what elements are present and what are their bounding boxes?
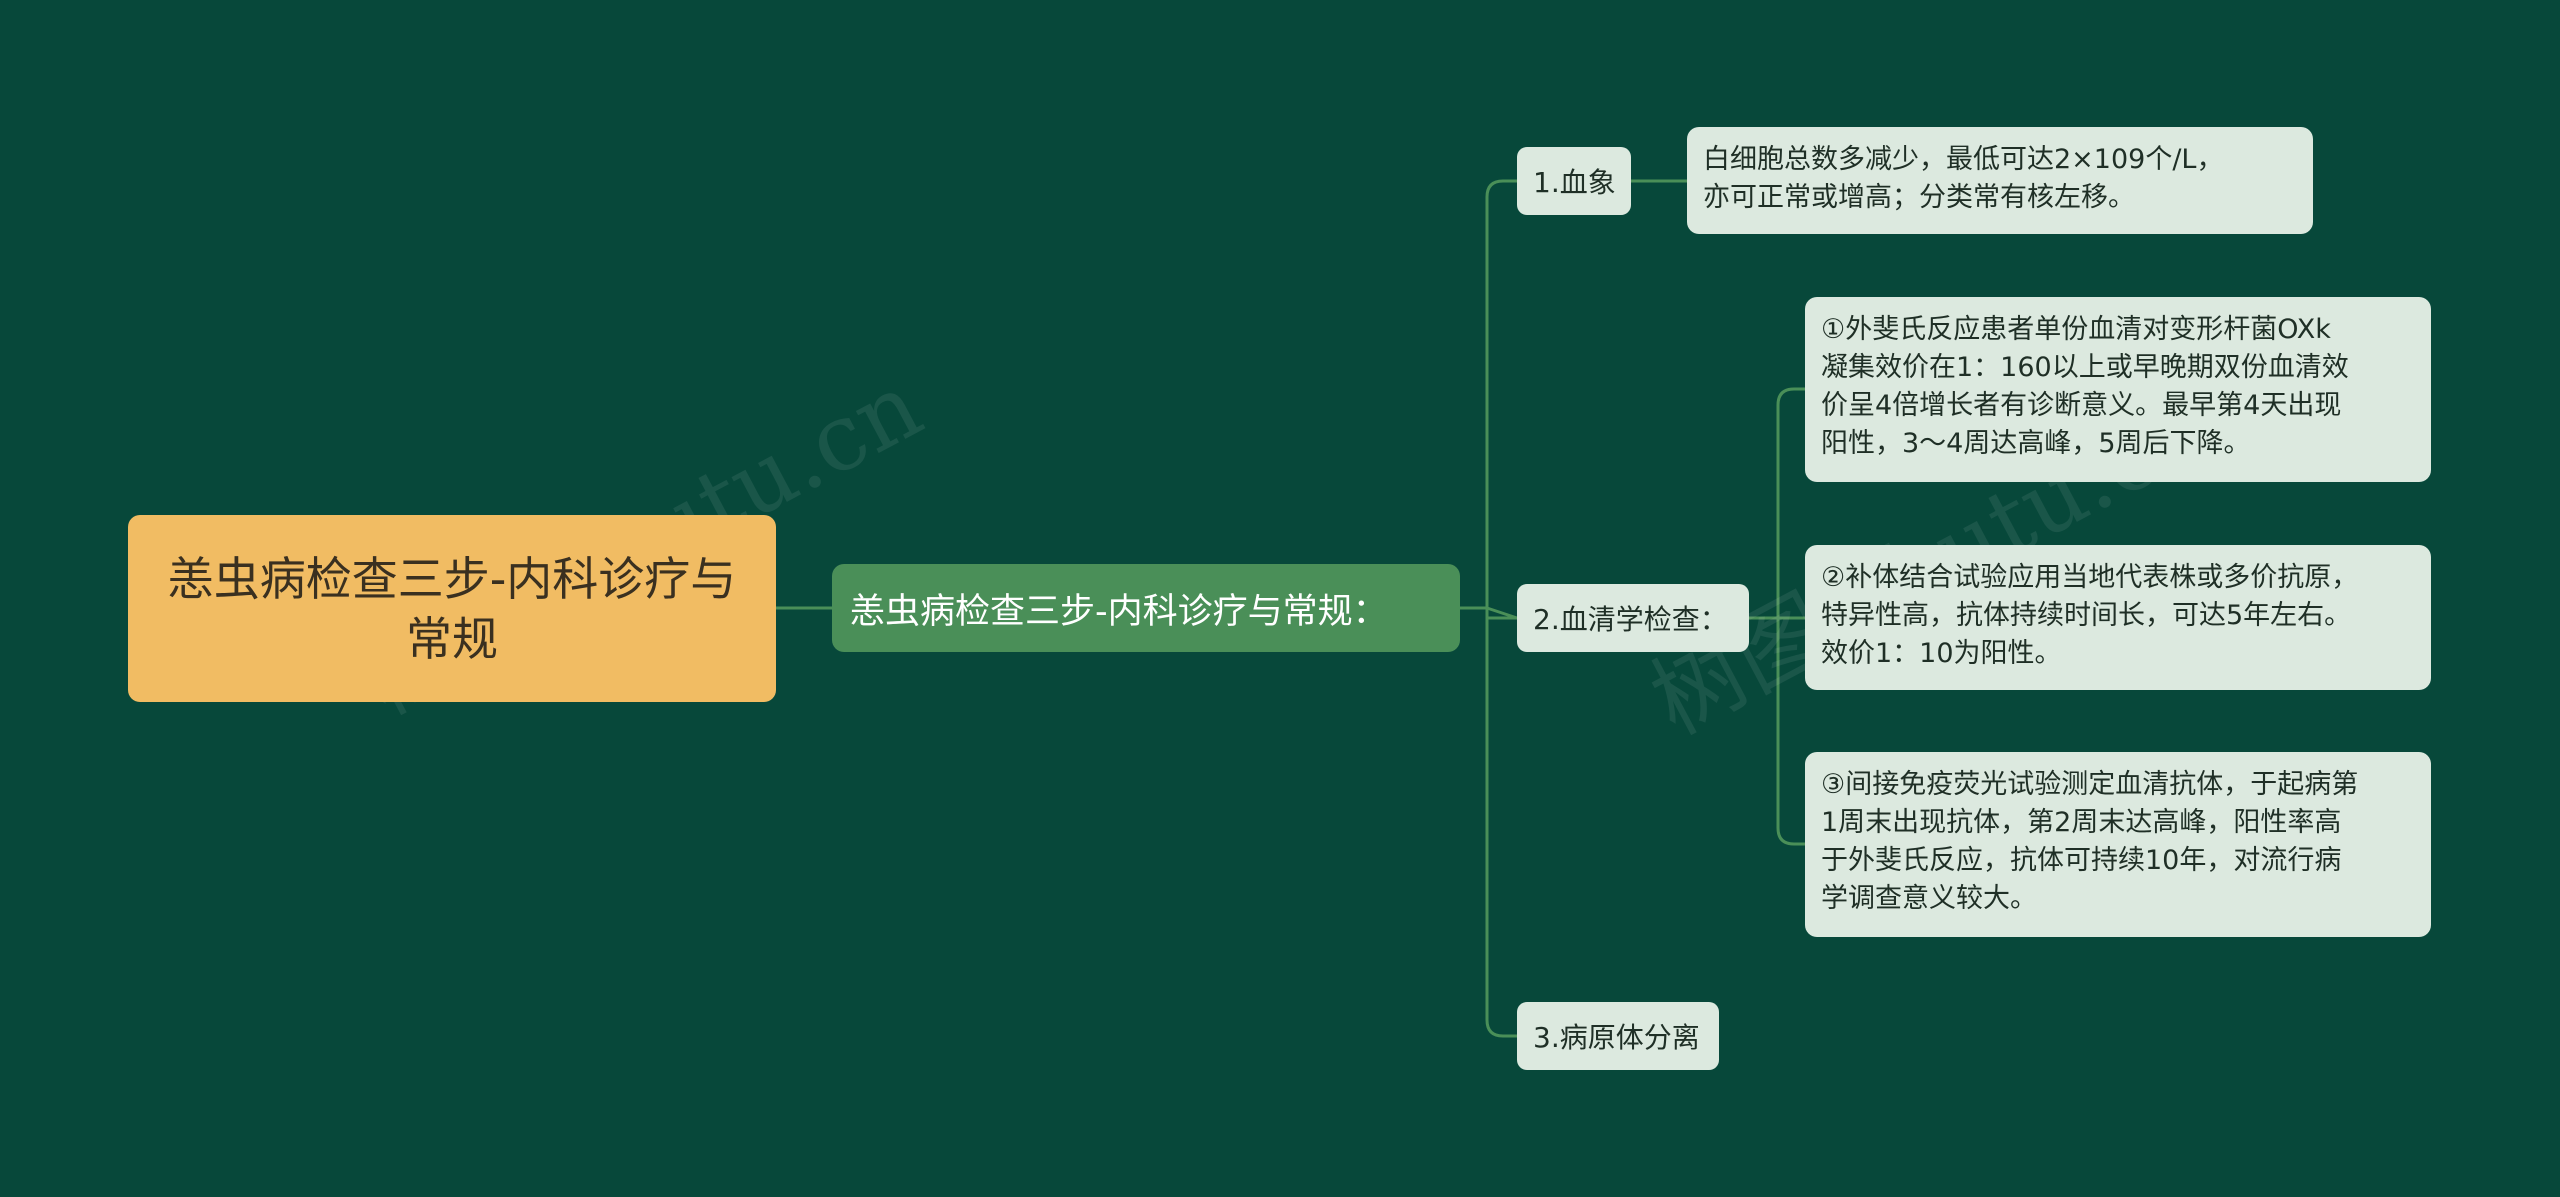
topic-node-label: 恙虫病检查三步-内科诊疗与常规： <box>850 591 1388 632</box>
leaf-node-complement-fixation[interactable]: ②补体结合试验应用当地代表株或多价抗原， 特异性高，抗体持续时间长，可达5年左右… <box>1805 545 2431 690</box>
connector-leaf-4 <box>1776 618 1805 846</box>
root-node[interactable]: 恙虫病检查三步-内科诊疗与常规 <box>128 515 776 702</box>
topic-node[interactable]: 恙虫病检查三步-内科诊疗与常规： <box>832 564 1460 652</box>
connector-leaf-2 <box>1776 387 1805 618</box>
branch-label: 2.血清学检查： <box>1533 603 1728 636</box>
branch-node-serology[interactable]: 2.血清学检查： <box>1517 584 1749 652</box>
connector-branch-2 <box>1486 606 1518 620</box>
branch-label: 1.血象 <box>1533 166 1616 199</box>
root-node-label: 恙虫病检查三步-内科诊疗与常规 <box>167 551 737 666</box>
branch-node-blood-count[interactable]: 1.血象 <box>1517 147 1631 215</box>
connector-branch-3 <box>1485 618 1517 1038</box>
branch-label: 3.病原体分离 <box>1533 1021 1700 1054</box>
branch-node-pathogen-isolation[interactable]: 3.病原体分离 <box>1517 1002 1719 1070</box>
leaf-node-weil-felix[interactable]: ①外斐氏反应患者单份血清对变形杆菌OXk 凝集效价在1：160以上或早晚期双份血… <box>1805 297 2431 482</box>
connector-branch-1 <box>1485 179 1517 608</box>
leaf-node-immunofluorescence[interactable]: ③间接免疫荧光试验测定血清抗体，于起病第 1周末出现抗体，第2周末达高峰，阳性率… <box>1805 752 2431 937</box>
leaf-node-blood-count-detail[interactable]: 白细胞总数多减少，最低可达2×109个/L， 亦可正常或增高；分类常有核左移。 <box>1687 127 2313 234</box>
